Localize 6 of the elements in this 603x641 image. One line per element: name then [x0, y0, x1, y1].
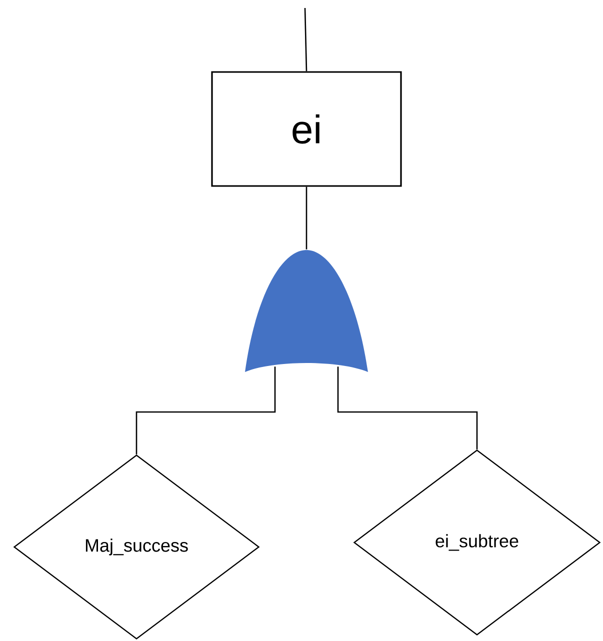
connector-line — [337, 366, 478, 450]
connector-line — [136, 366, 276, 454]
event-box: ei — [211, 71, 402, 187]
connector-line — [304, 8, 308, 72]
connector-line — [306, 186, 308, 250]
or-gate — [245, 250, 368, 372]
